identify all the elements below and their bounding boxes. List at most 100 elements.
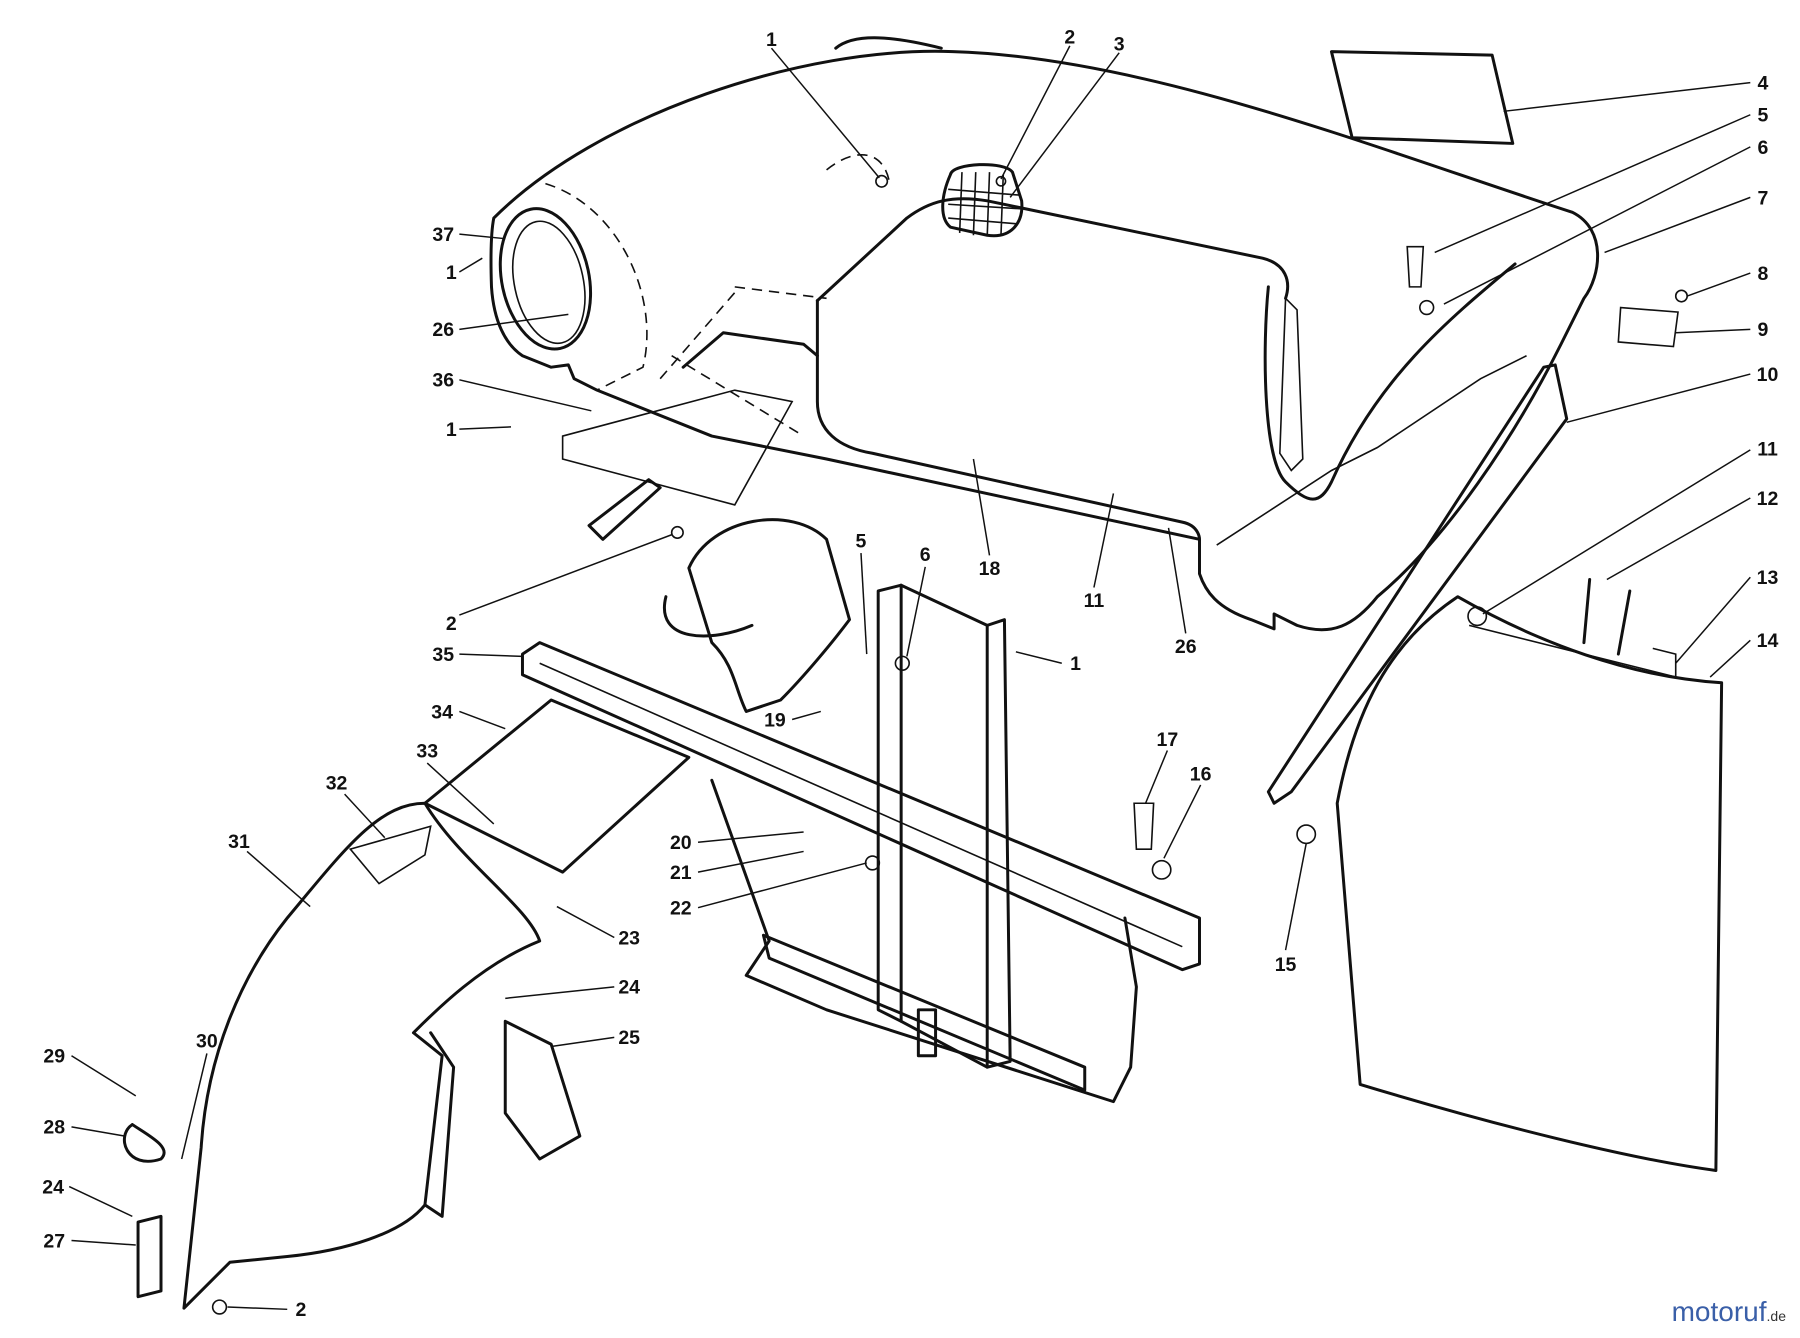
callout-3: 3 [1114,33,1125,55]
leader-line-4 [1503,81,1751,113]
callout-1: 1 [446,419,457,441]
callout-17: 17 [1157,729,1179,751]
leader-line-22 [697,862,867,909]
callout-4: 4 [1758,73,1769,95]
pin-28 [122,1123,166,1163]
leader-lines [68,45,1751,1311]
fasteners [211,174,1688,1315]
callout-6: 6 [1758,137,1769,159]
callout-2: 2 [1064,27,1075,49]
callout-35: 35 [432,644,454,666]
watermark-tld: .de [1766,1308,1786,1324]
leader-line-14 [1709,639,1751,678]
callout-12: 12 [1757,488,1779,510]
leader-line-27 [71,1239,136,1246]
leader-line-23 [556,905,615,939]
leader-line-21 [697,850,804,873]
callout-33: 33 [416,740,438,762]
leader-line-28 [71,1126,125,1137]
grille [941,163,1024,238]
leader-line-36 [459,379,592,412]
callout-5: 5 [1758,105,1769,127]
callout-15: 15 [1275,954,1297,976]
callout-9: 9 [1758,319,1769,341]
callout-26: 26 [1175,636,1197,658]
callout-18: 18 [979,558,1001,580]
leader-line-31 [246,850,311,908]
leader-line-1 [1015,651,1062,664]
leader-line-1 [770,47,880,179]
callout-24: 24 [618,977,640,999]
leader-line-8 [1686,272,1751,297]
callout-27: 27 [43,1230,65,1252]
leader-line-26 [1167,527,1187,634]
leader-line-25 [551,1036,615,1048]
callout-8: 8 [1758,263,1769,285]
leader-line-33 [426,762,495,825]
callout-7: 7 [1758,187,1769,209]
leader-line-2 [227,1306,288,1311]
leader-line-5 [1434,114,1751,254]
callout-5: 5 [856,530,867,552]
side-rail [1266,363,1569,805]
leader-line-32 [344,793,386,839]
leader-line-30 [180,1053,208,1160]
leader-line-34 [459,710,506,730]
leader-line-9 [1675,328,1751,334]
callout-11: 11 [1084,590,1105,612]
leader-line-13 [1675,576,1751,664]
leader-line-24 [68,1185,133,1218]
leader-line-2 [459,534,672,616]
leader-line-12 [1606,497,1751,581]
hopper-cover [489,36,1600,632]
callout-2: 2 [296,1299,307,1321]
callout-1: 1 [766,29,777,51]
callout-37: 37 [432,224,454,246]
leader-line-1 [459,426,512,430]
leader-line-35 [459,653,523,658]
callout-36: 36 [432,370,454,392]
callout-10: 10 [1757,364,1779,386]
leader-line-20 [697,831,804,844]
callout-21: 21 [670,862,692,884]
leader-line-17 [1144,750,1169,804]
callout-29: 29 [43,1046,65,1068]
callout-20: 20 [670,832,692,854]
leader-line-10 [1566,373,1751,424]
leader-line-6 [906,566,926,657]
discharge-chute [182,518,852,1310]
leader-line-29 [71,1055,137,1097]
leader-line-37 [459,233,506,240]
leader-line-6 [1443,146,1751,305]
leader-line-26 [459,313,569,331]
leader-line-5 [860,553,868,655]
callout-16: 16 [1190,763,1212,785]
callout-14: 14 [1757,630,1779,652]
callout-25: 25 [618,1027,640,1049]
decal [1329,50,1515,145]
callout-30: 30 [196,1031,218,1053]
leader-line-18 [972,458,991,556]
callout-11: 11 [1757,439,1778,461]
watermark-brand: motoruf [1671,1296,1767,1327]
mounting-frame [520,583,1201,1104]
callout-28: 28 [43,1117,65,1139]
callout-34: 34 [431,701,453,723]
callout-2: 2 [446,613,457,635]
callout-1: 1 [446,262,457,284]
plate-25 [503,1019,582,1161]
leader-line-15 [1284,843,1307,951]
callout-32: 32 [326,772,348,794]
callout-6: 6 [920,544,931,566]
watermark-logo: motoruf.de [1672,1295,1786,1328]
bracket [587,478,662,541]
callout-23: 23 [618,927,640,949]
callout-31: 31 [228,831,250,853]
callout-22: 22 [670,898,692,920]
leader-line-24 [505,986,615,1000]
callout-1: 1 [1070,653,1081,675]
callout-13: 13 [1757,567,1779,589]
